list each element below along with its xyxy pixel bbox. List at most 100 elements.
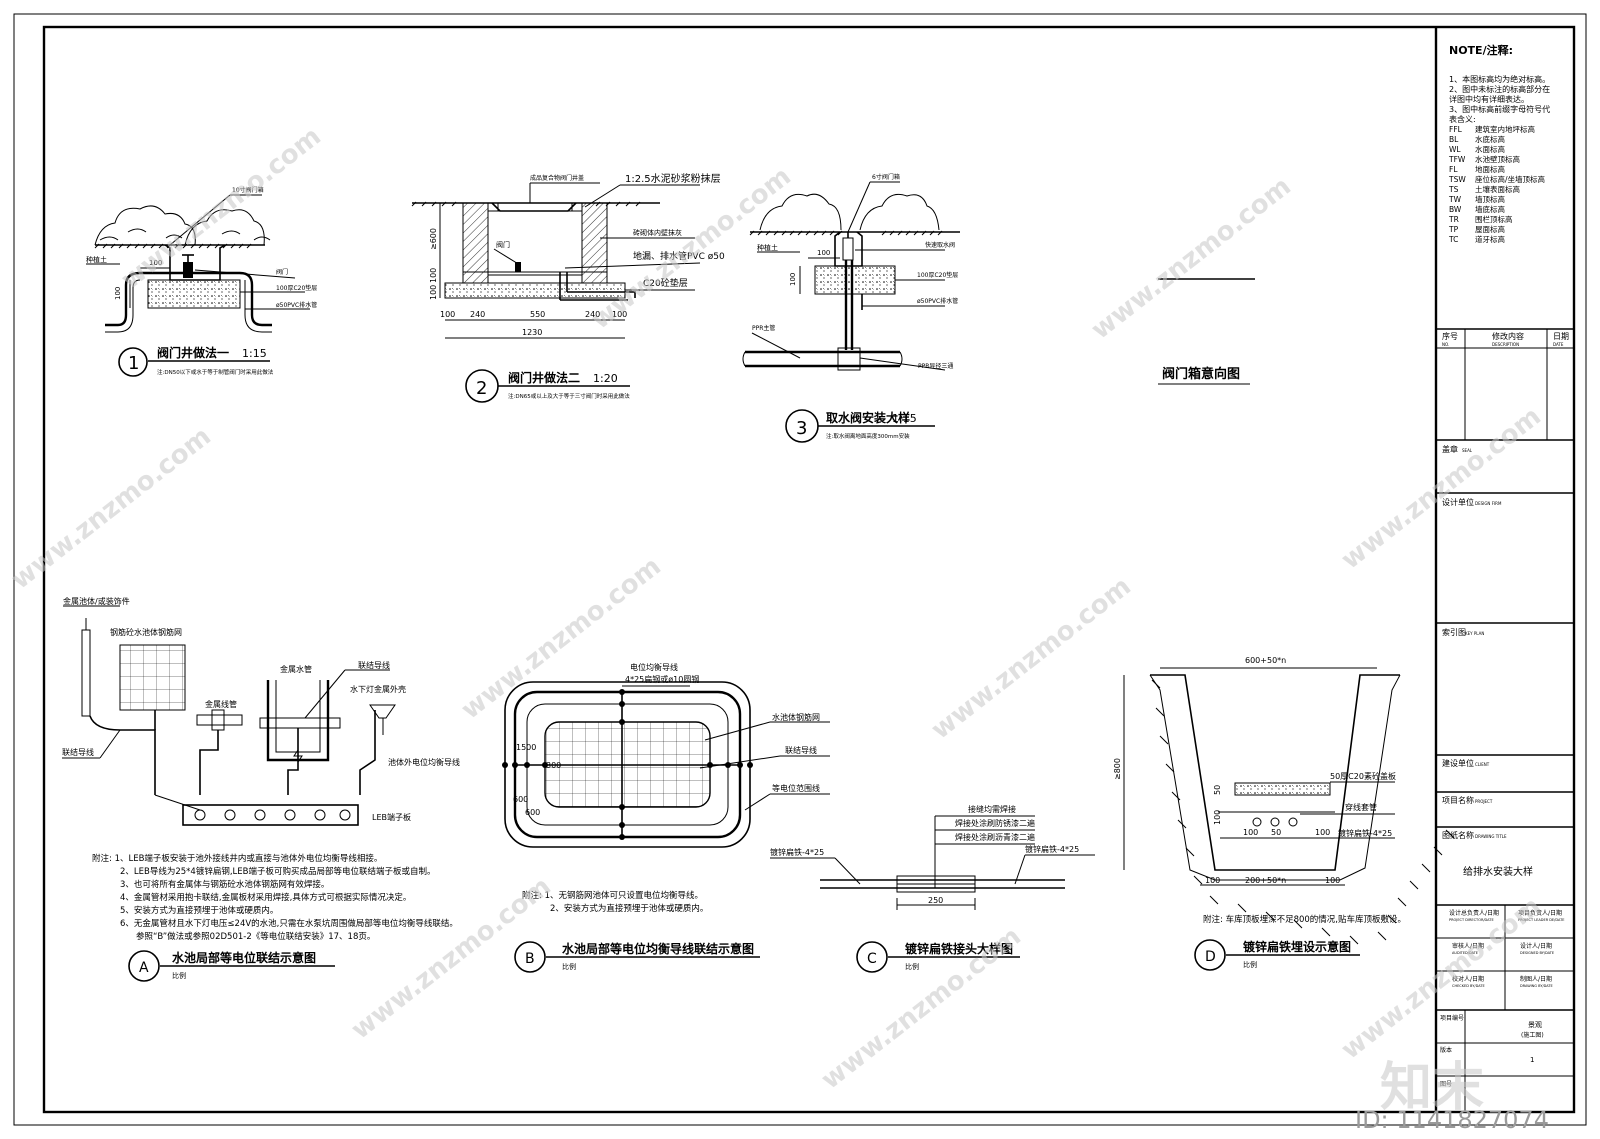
d3-ppr-label: PPR主管 (752, 324, 775, 332)
dd-dim-50: 50 (1213, 785, 1222, 795)
rev-desc-en: DESCRIPTION (1492, 342, 1519, 347)
da-metal-rail-label: 金属池体/或装饰件 (63, 596, 130, 606)
d2-dim: 100 (612, 310, 627, 319)
stage-sub: (施工图) (1521, 1031, 1544, 1039)
watermark-id: ID: 1141827074 (1355, 1106, 1549, 1134)
dd-dim-100e: 100 (1205, 876, 1220, 885)
d1-scale: 1:15 (242, 347, 267, 360)
legend-desc: 水底标高 (1475, 134, 1505, 144)
version-label: 版本 (1440, 1046, 1452, 1054)
legend-desc: 建筑室内地坪标高 (1475, 124, 1535, 134)
dc-letter-bubble (856, 941, 888, 973)
detail-3-water-valve-install: 6寸阀门箱 种植土 快速取水阀 100厚C20垫层 ø50PVC排水管 PPR主… (742, 173, 960, 443)
da-note: 4、金属管材采用抱卡联结,金属板材采用焊接,具体方式可根据实际情况决定。 (120, 892, 411, 903)
legend-code: FL (1449, 165, 1458, 174)
d1-title: 阀门井做法一 (157, 345, 229, 360)
db-note: 附注: 1、无钢筋网池体可只设置电位均衡导线。 (522, 890, 703, 901)
dd-letter-bubble (1194, 939, 1226, 971)
dd-sleeve-label: 穿线套管 (1345, 802, 1377, 812)
db-mesh-label: 水池体钢筋网 (772, 712, 820, 722)
dc-dim-250: 250 (928, 896, 943, 905)
key-plan-label: 索引图 (1442, 627, 1466, 637)
d1-pvc-label: ø50PVC排水管 (276, 301, 317, 309)
d3-dim-100b: 100 (789, 273, 797, 286)
d3-dim-100: 100 (817, 249, 830, 257)
d3-box-label: 6寸阀门箱 (872, 173, 900, 181)
legend-code: FFL (1449, 125, 1463, 134)
legend-desc: 围栏顶标高 (1475, 214, 1513, 224)
db-eqwire-label: 电位均衡导线 (630, 662, 678, 672)
d1-dim-100: 100 (149, 259, 162, 267)
d2-brick-label: 砖砌体内壁抹灰 (633, 228, 682, 237)
watermark-text: www.znzmo.com (6, 422, 217, 596)
sign-right3-en: DRAWING BY/DATE (1520, 984, 1553, 988)
d2-c20-label: C20砼垫层 (643, 277, 688, 289)
da-letter: A (139, 960, 149, 976)
dc-asphalt-label: 焊接处涂刷沥青漆二遍 (955, 832, 1035, 842)
sign-left2: 审核人/日期 (1452, 942, 1484, 950)
da-leb-label: LEB端子板 (372, 812, 411, 822)
dc-rust-label: 焊接处涂刷防锈漆二遍 (955, 818, 1035, 828)
detail-2-valve-well-method-2: 成品复合物阀门井盖 1:2.5水泥砂浆粉抹层 砖砌体内壁抹灰 阀门 地漏、排水管… (411, 172, 725, 403)
note-line: 详图中均有详细表达。 (1449, 94, 1529, 104)
d3-number: 3 (796, 418, 807, 439)
sheet-no-label: 图号 (1440, 1081, 1452, 1088)
design-firm-label: 设计单位 (1442, 497, 1474, 507)
note-line: 2、图中未标注的标高部分在 (1449, 84, 1550, 94)
legend-code: WL (1449, 145, 1461, 154)
da-ext-bond-label: 池体外电位均衡导线 (388, 757, 460, 767)
dc-right-label: 镀锌扁铁-4*25 (1025, 844, 1079, 854)
rev-no: 序号 (1442, 331, 1458, 341)
d1-valve-label: 阀门 (276, 268, 288, 276)
sign-right1: 项目负责人/日期 (1518, 909, 1562, 917)
legend-desc: 屋面标高 (1475, 224, 1505, 234)
dd-title: 镀锌扁铁埋设示意图 (1243, 939, 1351, 954)
version-value: 1 (1530, 1056, 1534, 1064)
d1-soil-label: 种植土 (86, 255, 107, 264)
dd-dim-50b: 50 (1271, 828, 1281, 837)
dc-title: 镀锌扁铁接头大样图 (905, 941, 1013, 956)
d1-valve-box-label: 10寸阀门箱 (232, 186, 264, 194)
d1-number-bubble (118, 347, 148, 377)
legend-desc: 座位标高/坐墙顶标高 (1475, 174, 1546, 184)
d3-soil-label: 种植土 (757, 243, 778, 252)
d1-note: 注:DN50以下或水于等于制管阀门时采用此做法 (157, 368, 274, 376)
db-dim-300: 300 (546, 761, 561, 770)
watermark-logo: 知末 (1380, 1058, 1484, 1118)
rev-desc: 修改内容 (1492, 331, 1524, 341)
legend-desc: 土壤表面标高 (1475, 184, 1520, 194)
db-note: 2、安装方式为直接预埋于池体或硬质内。 (550, 903, 708, 914)
legend-code: TW (1448, 195, 1462, 204)
dd-dim-100: 100 (1213, 810, 1222, 825)
db-spec-label: 4*25扁钢或ø10圆钢 (625, 674, 699, 684)
sign-right1-en: PROJECT LEADER DE/DATE (1518, 918, 1564, 922)
dc-letter: C (867, 951, 877, 967)
d2-dim-100: 100 (429, 268, 438, 283)
sign-left2-en: AUDITED/DATE (1452, 951, 1478, 955)
da-note: 6、无金属管材且水下灯电压≤24V的水池,只需在水泵坑周围做局部等电位均衡导线联… (120, 918, 458, 929)
sign-left1: 设计总负责人/日期 (1449, 909, 1499, 917)
dd-dim-100d: 100 (1315, 828, 1330, 837)
detail-b-bonding-layout: 电位均衡导线 4*25扁钢或ø10圆钢 水池体钢筋网 联结导线 等电位范围线 1… (502, 662, 830, 973)
d1-dim-100b: 100 (114, 287, 122, 300)
dd-top-width: 600+50*n (1245, 656, 1286, 665)
d2-dim: 240 (470, 310, 485, 319)
dd-scale: 比例 (1243, 960, 1257, 969)
da-scale: 比例 (172, 971, 186, 980)
da-note: 参照“B”做法或参照02D501-2《等电位联结安装》17、18页。 (136, 931, 375, 942)
detail-d-flat-steel-burial: 600+50*n ≥800 50厚C20素砼盖板 穿线套管 镀锌扁铁-4*25 … (1113, 656, 1455, 971)
legend-desc: 墙底标高 (1475, 204, 1505, 214)
d2-top-label: 成品复合物阀门井盖 (530, 174, 584, 182)
dd-slab-label: 50厚C20素砼盖板 (1330, 771, 1396, 781)
d2-note: 注:DN65或以上及大于等于三寸阀门时采用此做法 (508, 392, 630, 400)
dd-depth: ≥800 (1113, 758, 1122, 780)
detail-c-flat-steel-joint: 接缝均需焊接 焊接处涂刷防锈漆二遍 焊接处涂刷沥青漆二遍 镀锌扁铁-4*25 镀… (770, 804, 1095, 973)
dd-dim-100c: 100 (1243, 828, 1258, 837)
drawing-title-label-en: DRAWING TITLE (1475, 834, 1507, 839)
dc-left-label: 镀锌扁铁-4*25 (770, 847, 824, 857)
legend-desc: 道牙标高 (1475, 234, 1505, 244)
drawing-name: 给排水安装大样 (1463, 865, 1533, 878)
legend-code: TS (1448, 185, 1459, 194)
